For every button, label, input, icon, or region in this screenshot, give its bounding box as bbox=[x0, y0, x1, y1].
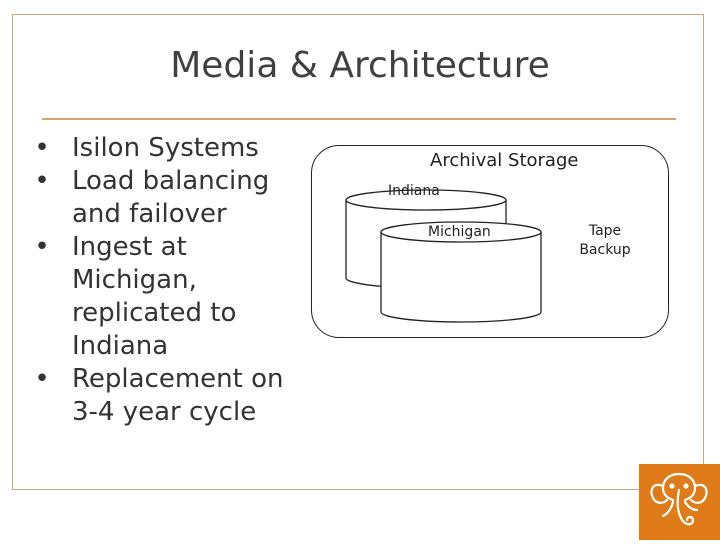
slide-title: Media & Architecture bbox=[170, 45, 550, 86]
cylinder-michigan bbox=[380, 221, 542, 323]
bullet-item: •Replacement on 3-4 year cycle bbox=[30, 363, 310, 429]
cylinder-label-indiana: Indiana bbox=[388, 183, 440, 199]
archival-storage-container bbox=[311, 145, 669, 338]
bullet-dot-icon: • bbox=[34, 166, 50, 196]
bullet-dot-icon: • bbox=[34, 133, 50, 163]
bullet-item: •Isilon Systems bbox=[30, 132, 310, 165]
bullet-item: •Ingest at Michigan, replicated to India… bbox=[30, 231, 310, 363]
logo bbox=[639, 464, 720, 540]
bullet-item: •Load balancing and failover bbox=[30, 165, 310, 231]
elephant-icon bbox=[650, 472, 708, 526]
bullet-list: •Isilon Systems •Load balancing and fail… bbox=[30, 132, 310, 429]
cylinder-label-michigan: Michigan bbox=[428, 224, 491, 240]
title-divider bbox=[42, 118, 676, 120]
tape-backup-label: Tape Backup bbox=[579, 223, 631, 258]
archival-storage-label: Archival Storage bbox=[430, 150, 579, 171]
bullet-dot-icon: • bbox=[34, 364, 50, 394]
bullet-dot-icon: • bbox=[34, 232, 50, 262]
